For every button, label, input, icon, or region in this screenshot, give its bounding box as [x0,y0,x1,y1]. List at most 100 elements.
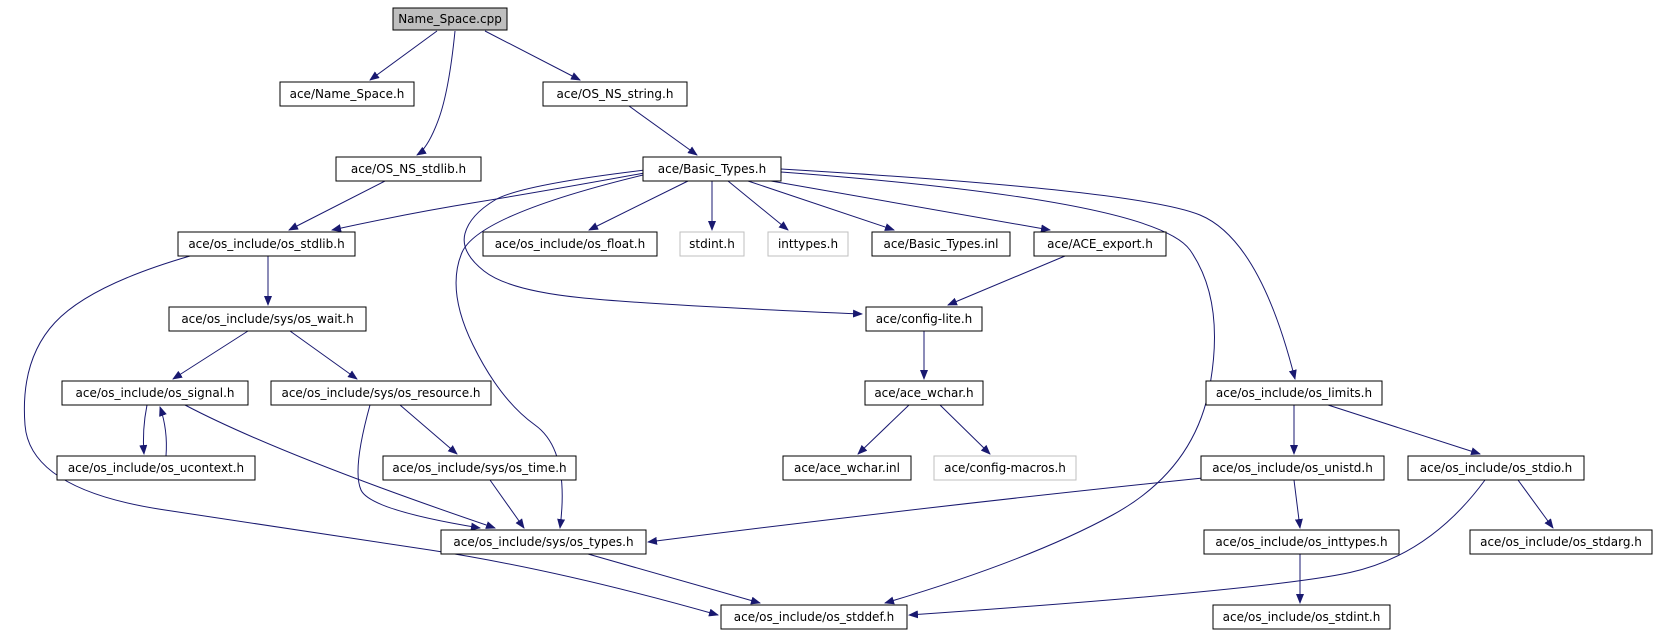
edge-os_limits_h-to-os_stdio_h [1327,404,1481,456]
node-box [864,380,984,406]
edge-ace_basic_types_h-to-basic_types_inl [747,180,895,231]
node-ace-export-h[interactable]: ace/ACE_export.h [1033,231,1167,257]
node-label: ace/os_include/os_limits.h [1216,386,1372,400]
edge-sys_os_wait_h-to-sys_os_resource_h [289,330,358,380]
node-label: ace/OS_NS_string.h [557,87,674,101]
node-os-limits-h[interactable]: ace/os_include/os_limits.h [1205,380,1383,406]
node-label: ace/os_include/os_signal.h [76,386,235,400]
edge-os_unistd_h-to-sys_os_types_h [647,477,1204,545]
node-box [177,231,356,257]
node-label: ace/os_include/sys/os_time.h [392,461,566,475]
edge-os_stdio_h-to-os_stdarg_h [1517,479,1554,529]
node-label: ace/config-lite.h [876,312,973,326]
node-label: ace/os_include/os_stdarg.h [1480,535,1642,549]
node-ace-os-ns-string-h[interactable]: ace/OS_NS_string.h [542,81,688,107]
node-os-stdarg-h[interactable]: ace/os_include/os_stdarg.h [1469,529,1653,555]
node-ace-basic-types-h[interactable]: ace/Basic_Types.h [642,156,782,182]
node-label: ace/os_include/os_inttypes.h [1215,535,1387,549]
node-box [1205,380,1383,406]
edge-ace_basic_types_h-to-os_float_h [588,180,689,231]
edge-ace_export_h-to-config_lite_h [947,255,1066,306]
node-os-ucontext-h[interactable]: ace/os_include/os_ucontext.h [56,455,256,481]
edge-ace_basic_types_h-to-os_stdlib_h [331,171,651,232]
node-box [1203,529,1400,555]
node-ace-wchar-h[interactable]: ace/ace_wchar.h [864,380,984,406]
node-os-stdio-h[interactable]: ace/os_include/os_stdio.h [1407,455,1585,481]
edge-sys_os_resource_h-to-sys_os_types_h [357,404,481,531]
node-label: ace/ace_wchar.inl [794,461,900,475]
node-basic-types-inl[interactable]: ace/Basic_Types.inl [871,231,1011,257]
node-box [871,231,1011,257]
node-box [720,604,908,630]
node-os-stddef-h[interactable]: ace/os_include/os_stddef.h [720,604,908,630]
node-label: ace/Basic_Types.inl [883,237,998,251]
node-box [279,81,415,107]
edge-name_space_cpp-to-ace_name_space_h [369,30,438,81]
node-box [1200,455,1385,481]
node-label: ace/os_include/os_stdint.h [1223,610,1381,624]
edge-os_stdlib_h-to-os_stddef_h [23,255,719,617]
edge-ace_os_ns_string_h-to-ace_basic_types_h [628,105,698,156]
node-config-macros-h: ace/config-macros.h [933,455,1077,481]
node-label: ace/os_include/sys/os_types.h [453,535,633,549]
node-ace-wchar-inl[interactable]: ace/ace_wchar.inl [782,455,912,481]
edge-os_unistd_h-to-os_inttypes_h [1293,479,1303,529]
node-box [482,231,658,257]
node-sys-os-wait-h[interactable]: ace/os_include/sys/os_wait.h [168,306,367,332]
edge-sys_os_types_h-to-os_stddef_h [587,553,761,605]
node-box [1033,231,1167,257]
node-label: ace/os_include/os_stddef.h [734,610,894,624]
edge-name_space_cpp-to-ace_os_ns_string_h [484,30,581,81]
node-box [56,455,256,481]
edge-os_signal_h-to-sys_os_types_h [184,404,496,529]
node-box [440,529,647,555]
node-sys-os-resource-h[interactable]: ace/os_include/sys/os_resource.h [270,380,492,406]
node-label: ace/os_include/os_stdio.h [1420,461,1573,475]
node-box [1407,455,1585,481]
edge-ace_basic_types_h-to-config_lite_h [463,169,863,318]
node-label: ace/ACE_export.h [1047,237,1153,251]
node-os-inttypes-h[interactable]: ace/os_include/os_inttypes.h [1203,529,1400,555]
edge-ace_basic_types_h-to-os_stddef_h [780,171,1215,605]
node-label: Name_Space.cpp [398,12,502,26]
node-box [61,380,249,406]
node-sys-os-types-h[interactable]: ace/os_include/sys/os_types.h [440,529,647,555]
node-box [270,380,492,406]
node-box [335,156,482,182]
node-ace-name-space-h[interactable]: ace/Name_Space.h [279,81,415,107]
node-label: stdint.h [689,237,735,251]
node-config-lite-h[interactable]: ace/config-lite.h [865,306,983,332]
edge-ace_wchar_h-to-config_macros_h [939,404,991,455]
node-ace-os-ns-stdlib-h[interactable]: ace/OS_NS_stdlib.h [335,156,482,182]
edge-sys_os_wait_h-to-os_signal_h [172,330,249,380]
node-os-signal-h[interactable]: ace/os_include/os_signal.h [61,380,249,406]
node-os-unistd-h[interactable]: ace/os_include/os_unistd.h [1200,455,1385,481]
node-stdint-h: stdint.h [679,231,745,257]
edges-layer [23,30,1554,619]
node-box [865,306,983,332]
edge-os_stdio_h-to-os_stddef_h [908,479,1486,619]
node-label: ace/os_include/os_unistd.h [1212,461,1373,475]
edge-ace_basic_types_h-to-sys_os_types_h [455,174,644,529]
node-label: ace/os_include/sys/os_resource.h [281,386,480,400]
node-os-stdlib-h[interactable]: ace/os_include/os_stdlib.h [177,231,356,257]
node-label: ace/config-macros.h [944,461,1066,475]
node-box [679,231,745,257]
edge-sys_os_resource_h-to-sys_os_time_h [399,404,458,455]
edge-ace_basic_types_h-to-ace_export_h [770,180,1051,233]
edge-os_signal_h-to-os_ucontext_h [139,404,148,455]
node-label: ace/Name_Space.h [290,87,405,101]
edge-ace_basic_types_h-to-inttypes_h [727,180,789,231]
node-label: ace/ace_wchar.h [874,386,973,400]
edge-os_ucontext_h-to-os_signal_h [159,406,167,457]
node-box [1212,604,1391,630]
node-box [767,231,849,257]
node-name-space-cpp[interactable]: Name_Space.cpp [392,7,508,31]
node-os-float-h[interactable]: ace/os_include/os_float.h [482,231,658,257]
node-sys-os-time-h[interactable]: ace/os_include/sys/os_time.h [382,455,577,481]
edge-ace_wchar_h-to-ace_wchar_inl [857,404,910,455]
node-label: ace/os_include/os_ucontext.h [68,461,244,475]
node-os-stdint-h[interactable]: ace/os_include/os_stdint.h [1212,604,1391,630]
node-box [933,455,1077,481]
